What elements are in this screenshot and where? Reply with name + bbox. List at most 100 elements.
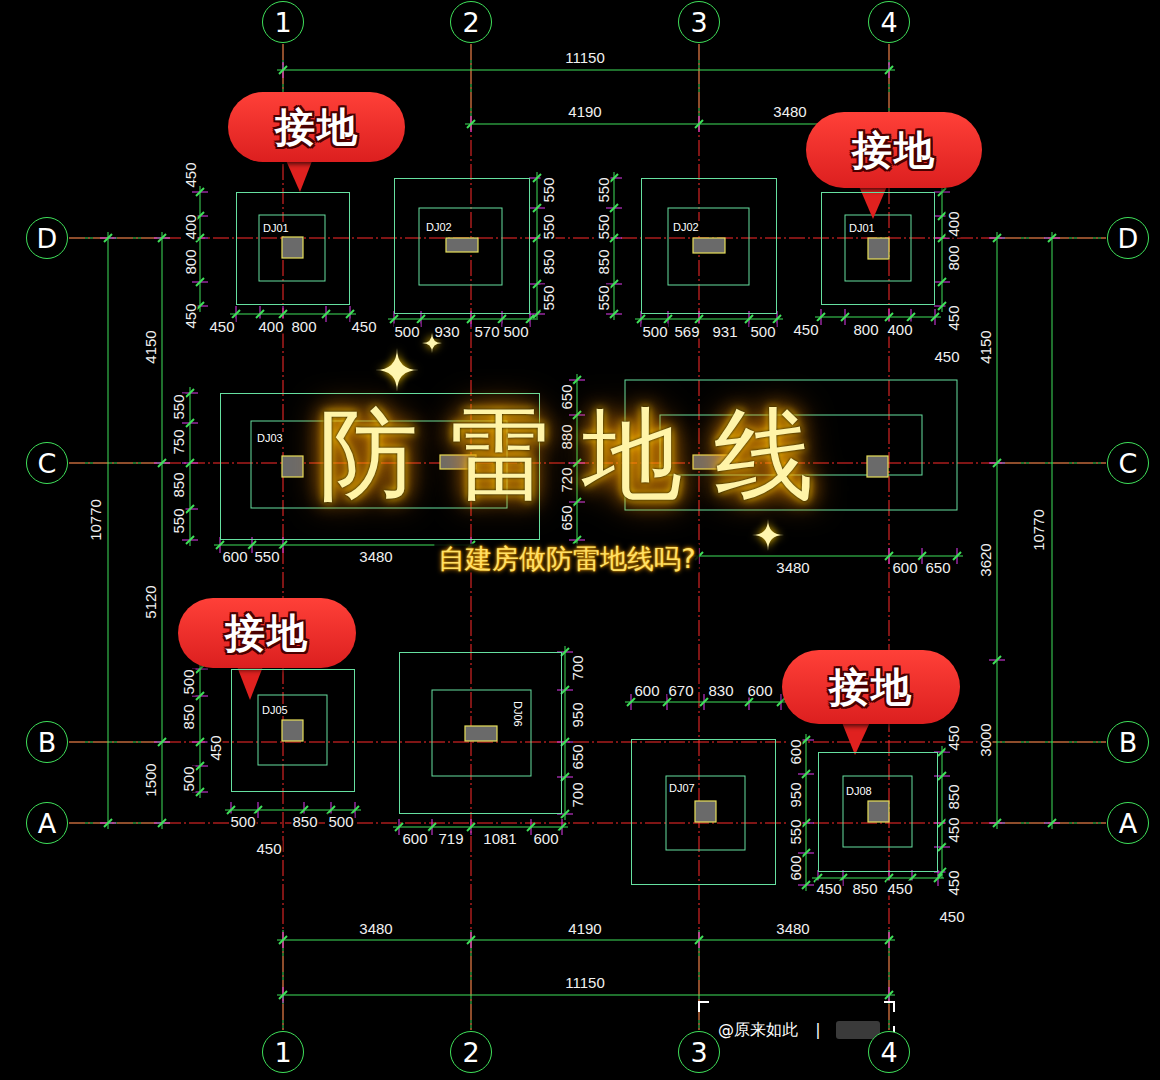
dimension-text: 650	[570, 743, 585, 770]
column-section	[868, 238, 889, 259]
dimension-text: 4190	[567, 921, 602, 936]
footing-step	[258, 695, 327, 765]
dimension-tick	[158, 819, 166, 827]
dimension-tick	[256, 310, 264, 318]
dimension-text: 450	[815, 881, 842, 896]
dimension-tick	[802, 849, 810, 857]
footing-step	[259, 215, 325, 281]
dimension-text: 3480	[772, 104, 807, 119]
dimension-line	[200, 663, 201, 798]
dimension-text: 830	[707, 683, 734, 698]
footing-step	[845, 215, 911, 281]
dimension-text: 450	[183, 161, 198, 188]
dimension-tick	[885, 936, 893, 944]
axis-bubble: C	[26, 442, 68, 484]
dimension-tick	[1048, 819, 1056, 827]
dimension-tick	[186, 459, 194, 467]
dimension-line	[230, 314, 356, 315]
dimension-text: 1081	[482, 831, 517, 846]
dimension-tick	[196, 762, 204, 770]
dimension-text: 450	[183, 302, 198, 329]
dimension-line	[388, 319, 536, 320]
footing-code: DJ01	[262, 222, 290, 234]
footing-code: DJ01	[848, 222, 876, 234]
dimension-tick	[467, 315, 475, 323]
dimension-tick	[802, 736, 810, 744]
dimension-tick	[561, 738, 569, 746]
dimension-text: 800	[290, 319, 317, 334]
dimension-tick	[745, 315, 753, 323]
dimension-text: 10770	[1031, 508, 1046, 552]
dimension-tick	[802, 770, 810, 778]
column-section	[695, 801, 716, 822]
watermark-text: @原来如此	[718, 1022, 798, 1038]
axis-bubble: 1	[262, 1031, 304, 1073]
dimension-tick	[279, 66, 287, 74]
dimension-text: 550	[596, 284, 611, 311]
dimension-tick	[993, 656, 1001, 664]
dimension-text: 550	[788, 818, 803, 845]
dimension-text: 850	[596, 248, 611, 275]
axis-bubble: 2	[450, 1, 492, 43]
dimension-text: 450	[886, 881, 913, 896]
axis-number: 2	[462, 1039, 479, 1066]
dimension-text: 450	[792, 322, 819, 337]
dimension-tick	[232, 310, 240, 318]
watermark-frame	[699, 1002, 894, 1039]
dimension-text: 3480	[775, 560, 810, 575]
dimension-text: 500	[229, 814, 256, 829]
dimension-text: 950	[788, 781, 803, 808]
dimension-tick	[938, 843, 946, 851]
dimension-line	[393, 827, 568, 828]
dimension-tick	[938, 278, 946, 286]
dimension-tick	[993, 234, 1001, 242]
column-section	[282, 237, 303, 258]
dimension-line	[614, 172, 615, 320]
frame-corner	[699, 1002, 709, 1012]
dimension-tick	[953, 552, 961, 560]
dimension-text: 850	[541, 248, 556, 275]
dimension-tick	[322, 310, 330, 318]
axis-number: B	[1119, 729, 1138, 756]
dimension-text: 450	[933, 349, 960, 364]
column-section	[446, 238, 478, 252]
dimension-line	[537, 172, 538, 320]
dimension-tick	[561, 810, 569, 818]
footing-outline: DJ02	[641, 178, 777, 314]
dimension-tick	[841, 313, 849, 321]
dimension-tick	[158, 459, 166, 467]
dimension-text: 850	[291, 814, 318, 829]
axis-bubble: C	[1107, 442, 1149, 484]
dimension-text: 600	[401, 831, 428, 846]
dimension-text: 450	[938, 909, 965, 924]
dimension-tick	[417, 315, 425, 323]
column-section	[465, 726, 497, 741]
dimension-tick	[885, 313, 893, 321]
axis-number: B	[38, 729, 57, 756]
dimension-text: 750	[171, 428, 186, 455]
dimension-text: 500	[502, 324, 529, 339]
dimension-text: 450	[255, 841, 282, 856]
axis-number: 2	[462, 9, 479, 36]
dimension-tick	[663, 698, 671, 706]
dimension-tick	[104, 819, 112, 827]
dimension-tick	[885, 991, 893, 999]
callout-tail	[858, 184, 888, 219]
dimension-line	[565, 646, 566, 820]
dimension-text: 11150	[564, 975, 606, 990]
dimension-text: 550	[541, 284, 556, 311]
dimension-tick	[907, 313, 915, 321]
dimension-tick	[610, 310, 618, 318]
dimension-tick	[467, 823, 475, 831]
dimension-tick	[695, 120, 703, 128]
axis-bubble: B	[26, 721, 68, 763]
dimension-text: 5120	[143, 584, 158, 619]
dimension-tick	[428, 823, 436, 831]
footing-outline: DJ02	[394, 178, 530, 314]
dimension-line	[812, 878, 944, 879]
dimension-line	[997, 232, 998, 829]
footing-outline: DJ01	[236, 192, 350, 305]
dimension-text: 650	[924, 560, 951, 575]
axis-bubble: 1	[262, 1, 304, 43]
